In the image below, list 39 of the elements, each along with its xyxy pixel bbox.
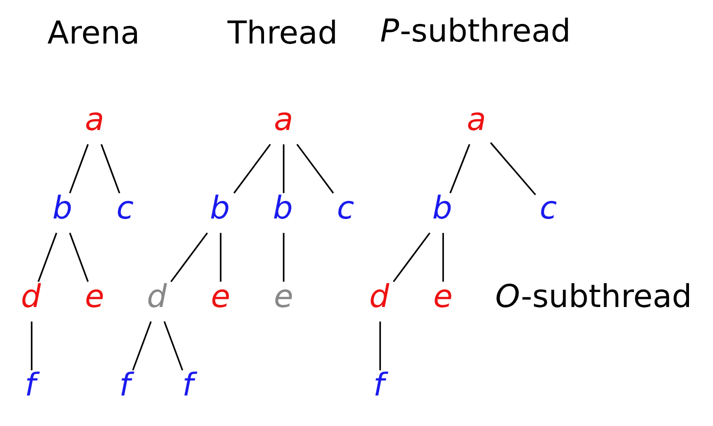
connector [163, 321, 183, 371]
connector [37, 232, 57, 282]
node-text: e [273, 279, 293, 316]
connector [296, 144, 334, 194]
label: Arena [46, 15, 140, 52]
connector [170, 232, 208, 282]
connector [448, 144, 470, 194]
node-text: a [273, 102, 293, 138]
node-text: e [210, 279, 230, 316]
connector [100, 144, 120, 194]
connector [282, 232, 284, 282]
node-text: b [52, 190, 72, 227]
connector [68, 144, 88, 194]
node-text: a [466, 102, 486, 138]
node-text: d [146, 279, 166, 316]
connector [442, 232, 444, 282]
connector [68, 232, 88, 282]
node-text: c [539, 190, 556, 227]
node-text: b [432, 190, 452, 227]
connector [282, 144, 284, 194]
node-text: c [116, 190, 134, 227]
node-text: b [272, 190, 292, 227]
label: O-subthread [494, 279, 692, 316]
node-text: d [368, 279, 389, 316]
connector [132, 321, 152, 371]
label: P-subthread [380, 13, 570, 50]
label: Thread [227, 15, 338, 52]
node-text: e [84, 279, 104, 316]
node-text: d [20, 279, 40, 316]
connector [490, 142, 536, 196]
node-text: a [84, 102, 104, 138]
node-text: e [432, 279, 452, 316]
node-text: c [336, 190, 354, 227]
connector [219, 232, 221, 282]
node-text: b [209, 190, 230, 227]
connector [378, 322, 380, 370]
connector [232, 144, 270, 194]
connector [30, 322, 32, 370]
connector [392, 232, 430, 282]
